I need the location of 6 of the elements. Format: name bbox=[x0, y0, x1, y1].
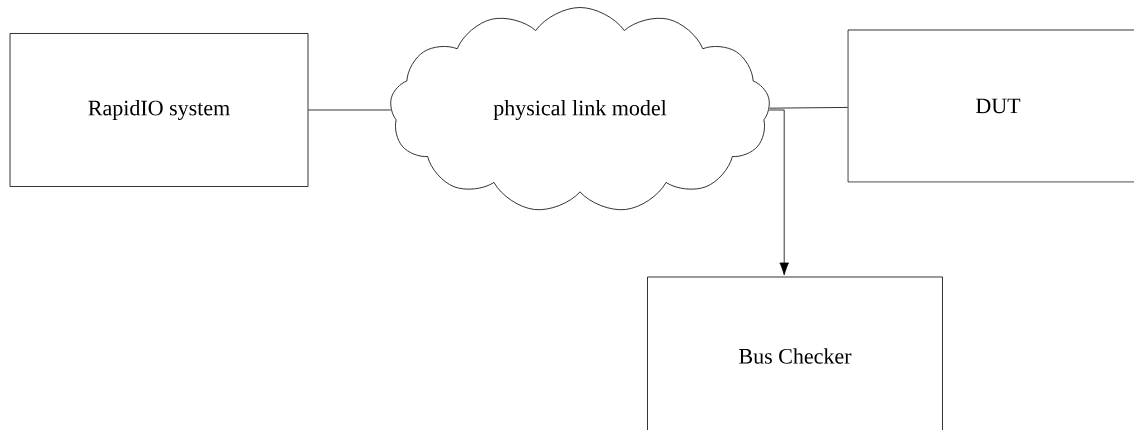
process-box: Bus Checker bbox=[647, 276, 943, 430]
connector-line bbox=[769, 107, 848, 109]
connector-line bbox=[308, 109, 392, 111]
arrow bbox=[768, 109, 789, 276]
process-box: RapidIO system bbox=[9, 33, 309, 187]
process-box: DUT bbox=[847, 29, 1134, 183]
